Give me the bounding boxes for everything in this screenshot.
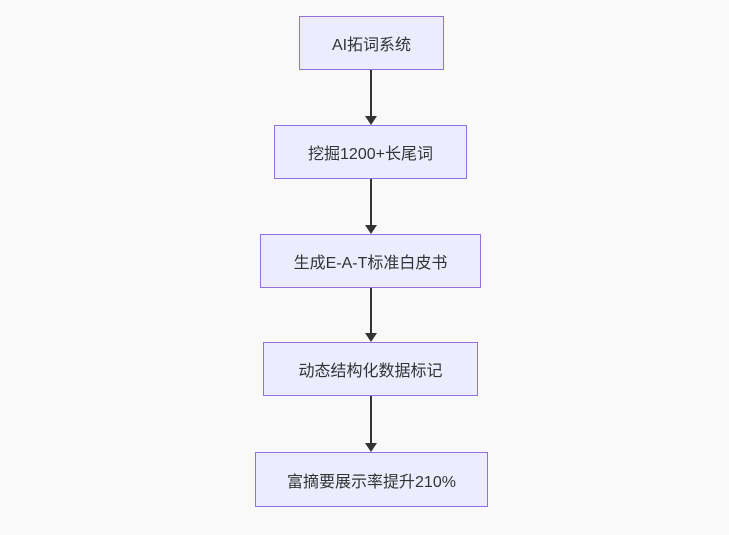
flow-node-rich-snippet-result: 富摘要展示率提升210% xyxy=(255,452,488,507)
flow-node-ai-word-expansion: AI拓词系统 xyxy=(299,16,444,70)
flow-node-structured-data-markup: 动态结构化数据标记 xyxy=(263,342,478,396)
arrowhead-icon xyxy=(365,225,377,234)
flow-node-longtail-mining: 挖掘1200+长尾词 xyxy=(274,125,467,179)
edge-line-4 xyxy=(370,396,372,443)
edge-line-1 xyxy=(370,70,372,116)
arrowhead-icon xyxy=(365,443,377,452)
edge-line-2 xyxy=(370,179,372,225)
arrowhead-icon xyxy=(365,333,377,342)
flow-node-eat-whitepaper: 生成E-A-T标准白皮书 xyxy=(260,234,481,288)
arrowhead-icon xyxy=(365,116,377,125)
edge-line-3 xyxy=(370,288,372,333)
